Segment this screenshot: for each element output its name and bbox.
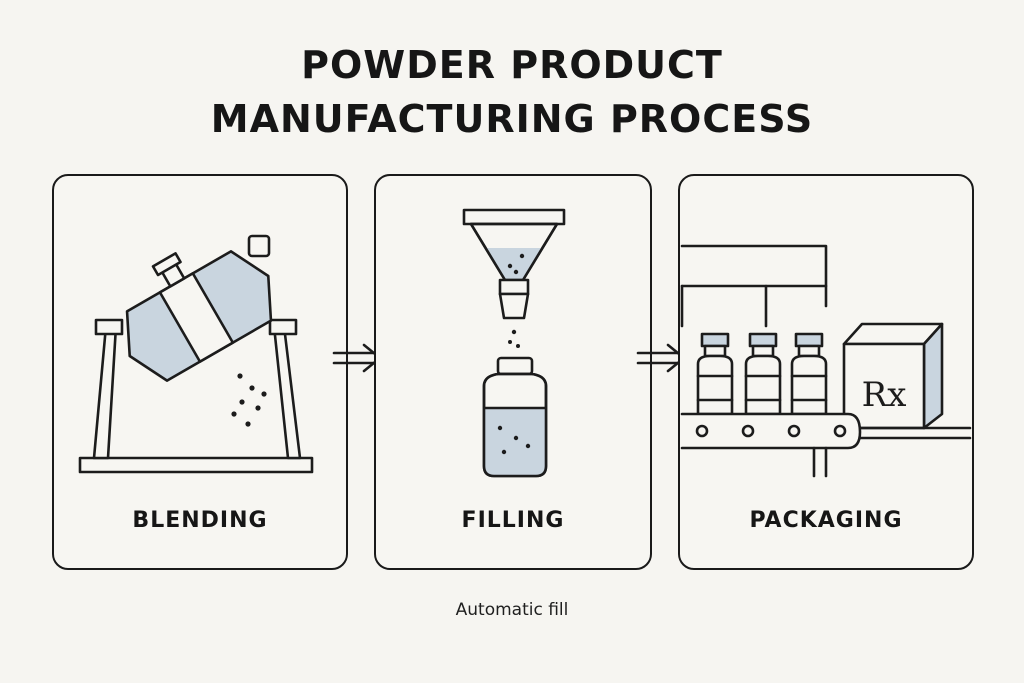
nozzle-tip [498, 292, 530, 320]
diagram-title-line-2: MANUFACTURING PROCESS [210, 97, 814, 141]
overhead-frame [680, 244, 828, 288]
vial-1 [696, 332, 734, 416]
blender-base [78, 456, 314, 474]
filling-label: FILLING [461, 508, 565, 533]
blending-panel: BLENDING [52, 174, 348, 570]
packaging-label: PACKAGING [749, 508, 903, 533]
blending-label: BLENDING [132, 508, 268, 533]
blender-right-leg [272, 324, 302, 460]
diagram-title-line-1: POWDER PRODUCT [301, 43, 723, 87]
bottle-neck [496, 356, 534, 376]
packaging-line-illustration: Rx [680, 244, 972, 478]
rx-package-box: Rx [842, 322, 944, 430]
powder-particles [231, 373, 267, 427]
filling-panel: FILLING [374, 174, 652, 570]
blender-left-leg [92, 324, 118, 460]
blender-machine-illustration [78, 234, 314, 474]
vial-2 [744, 332, 782, 416]
blender-drum [125, 250, 273, 382]
vial-3 [790, 332, 828, 416]
packaging-panel: Rx PACKAGING [678, 174, 974, 570]
caption-text: Automatic fill [455, 600, 569, 620]
blender-lid-knob [247, 234, 271, 258]
filling-machine-illustration [462, 208, 566, 478]
hopper-powder [486, 248, 542, 280]
rx-symbol: Rx [862, 375, 907, 415]
blender-left-pivot [94, 318, 124, 336]
conveyor-belt [680, 412, 972, 478]
hopper-rim [462, 208, 566, 226]
nozzle-top [498, 278, 530, 296]
bottle-powder [485, 408, 545, 475]
blender-right-pivot [268, 318, 298, 336]
